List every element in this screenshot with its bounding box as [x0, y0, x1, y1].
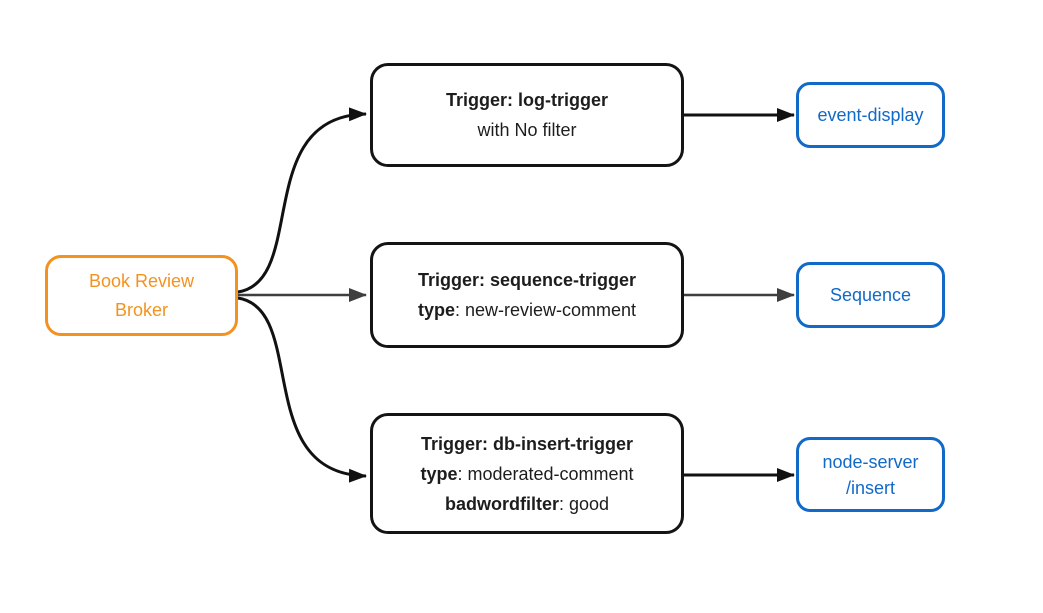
- destination-label-line1: node-server: [822, 451, 919, 472]
- broker-node: Book Review Broker: [45, 255, 238, 336]
- arrow-broker-to-db-insert-trigger: [237, 296, 367, 483]
- destination-node-node-server-insert: node-server /insert: [796, 437, 945, 512]
- trigger-node-sequence-trigger: Trigger: sequence-trigger type: new-revi…: [370, 242, 684, 348]
- trigger-title: Trigger: db-insert-trigger: [420, 433, 633, 454]
- destination-label: Sequence: [829, 285, 912, 305]
- destination-node-sequence: Sequence: [796, 262, 945, 328]
- trigger-title: Trigger: sequence-trigger: [417, 270, 637, 290]
- broker-label-line2: Broker: [114, 299, 168, 320]
- arrow-broker-to-log-trigger: [237, 107, 367, 294]
- trigger-filter-line: type: moderated-comment: [420, 463, 634, 484]
- trigger-filter-line: type: new-review-comment: [417, 300, 637, 320]
- destination-label: event-display: [817, 105, 924, 125]
- broker-label-line1: Book Review: [88, 270, 195, 291]
- destination-node-event-display: event-display: [796, 82, 945, 148]
- destination-label-line2: /insert: [845, 477, 896, 498]
- trigger-filter-line: with No filter: [477, 120, 577, 140]
- trigger-node-db-insert-trigger: Trigger: db-insert-trigger type: moderat…: [370, 413, 684, 534]
- trigger-node-log-trigger: Trigger: log-trigger with No filter: [370, 63, 684, 167]
- trigger-title: Trigger: log-trigger: [446, 90, 608, 110]
- trigger-filter-line2: badwordfilter: good: [444, 493, 610, 514]
